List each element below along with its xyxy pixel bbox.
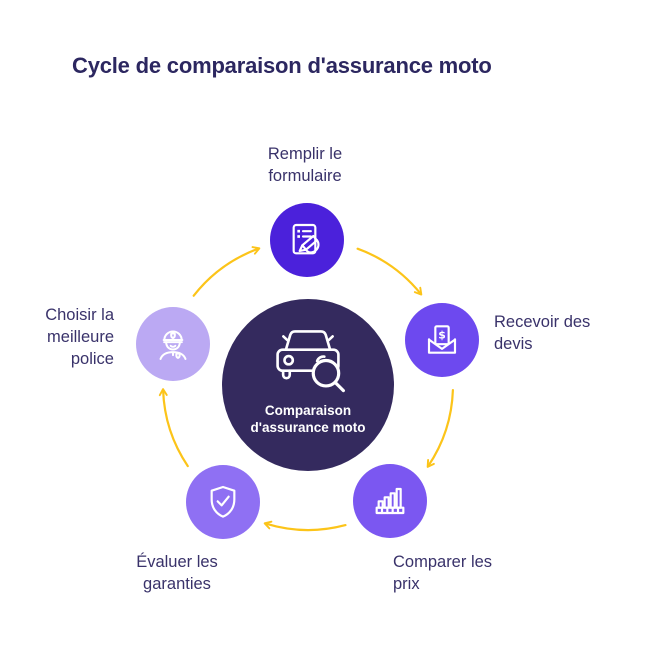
step-circle-choisir-la-meilleure-police <box>136 307 210 381</box>
page-title: Cycle de comparaison d'assurance moto <box>72 53 492 78</box>
step-circle-comparer-les-prix <box>353 464 427 538</box>
step-label-remplir-le-formulaire: Remplir le formulaire <box>267 145 343 185</box>
step-circle-recevoir-des-devis: $ <box>405 303 479 377</box>
hub-label: Comparaison d'assurance moto <box>251 402 366 436</box>
hub-label-line1: Comparaison <box>264 403 352 418</box>
svg-text:$: $ <box>438 329 446 342</box>
shield-check-icon <box>210 485 236 518</box>
step-label-comparer-les-prix: Comparer les prix <box>393 553 493 593</box>
form-pen-icon <box>292 223 320 255</box>
arrow-right-to-bottomright-icon <box>426 389 454 468</box>
police-officer-icon <box>159 330 187 360</box>
envelope-dollar-icon: $ <box>427 325 457 354</box>
step-label-evaluer-les-garanties: Évaluer les garanties <box>136 553 218 593</box>
car-search-icon <box>276 330 345 393</box>
step-label-choisir-la-meilleure-police: Choisir la meilleure police <box>45 306 114 368</box>
hub-label-line2: d'assurance moto <box>250 420 366 435</box>
step-circle-evaluer-les-garanties <box>186 465 260 539</box>
arrow-bottomright-to-bottomleft-icon <box>263 520 347 532</box>
step-circle-remplir-le-formulaire <box>270 203 344 277</box>
arrow-top-to-right-icon <box>356 247 423 296</box>
hub-circle: Comparaison d'assurance moto <box>222 299 394 471</box>
arrow-left-to-top-icon <box>192 246 261 297</box>
bar-chart-icon <box>375 487 405 515</box>
step-label-recevoir-des-devis: Recevoir des devis <box>494 313 591 353</box>
arrow-bottomleft-to-left-icon <box>158 388 189 468</box>
